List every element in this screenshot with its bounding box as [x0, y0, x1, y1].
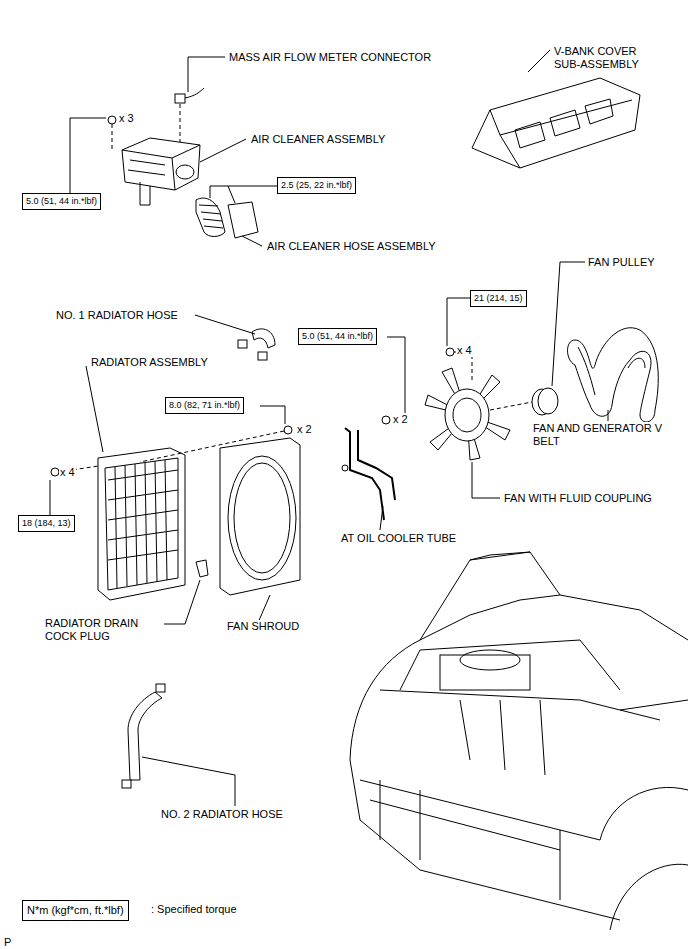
part-label: FAN AND GENERATOR V BELT [532, 422, 682, 448]
part-label: AIR CLEANER ASSEMBLY [250, 133, 386, 146]
part-label: x 4 [456, 344, 473, 357]
torque-value: 2.5 (25, 22 in.*lbf) [281, 180, 352, 190]
radiator-hose-2 [122, 684, 235, 806]
part-label: FAN PULLEY [587, 256, 656, 269]
torque-box: 5.0 (51, 44 in.*lbf) [22, 193, 101, 210]
drain-cock [162, 560, 208, 624]
torque-value: 21 (214, 15) [474, 293, 523, 303]
part-label: x 4 [59, 466, 76, 479]
vehicle-front [350, 552, 688, 930]
legend-unit-box: N*m (kgf*cm, ft.*lbf) [22, 900, 129, 921]
torque-value: 5.0 (51, 44 in.*lbf) [26, 196, 97, 206]
part-label: x 2 [392, 413, 409, 426]
torque-value: 5.0 (51, 44 in.*lbf) [302, 331, 373, 341]
torque-box: 21 (214, 15) [470, 290, 527, 307]
torque-value: 18 (184, 13) [22, 518, 71, 528]
part-label: P [3, 936, 12, 949]
part-label: x 3 [118, 112, 135, 125]
fan-shroud [220, 438, 300, 625]
torque-box: 18 (184, 13) [18, 515, 75, 532]
part-label: MASS AIR FLOW METER CONNECTOR [228, 51, 432, 64]
torque-box: 5.0 (51, 44 in.*lbf) [298, 328, 377, 345]
torque-box: 2.5 (25, 22 in.*lbf) [277, 177, 356, 194]
radiator-hose-1 [195, 315, 275, 360]
part-label: : Specified torque [150, 903, 238, 916]
air-cleaner [70, 116, 246, 205]
torque-value: 8.0 (82, 71 in.*lbf) [169, 400, 240, 410]
part-label: RADIATOR ASSEMBLY [90, 356, 209, 369]
oil-cooler-tube [342, 337, 405, 530]
v-belt [568, 328, 659, 422]
part-label: NO. 1 RADIATOR HOSE [55, 309, 179, 322]
maf-connector [175, 57, 225, 150]
part-label: V-BANK COVER SUB-ASSEMBLY [553, 45, 655, 71]
air-cleaner-hose [196, 186, 277, 246]
part-label: AT OIL COOLER TUBE [340, 532, 457, 545]
part-label: FAN SHROUD [226, 620, 300, 633]
torque-value: N*m (kgf*cm, ft.*lbf) [27, 904, 124, 916]
part-label: RADIATOR DRAIN COCK PLUG [44, 617, 164, 643]
part-label: NO. 2 RADIATOR HOSE [160, 808, 284, 821]
torque-box: 8.0 (82, 71 in.*lbf) [165, 397, 244, 414]
part-label: AIR CLEANER HOSE ASSEMBLY [266, 240, 437, 253]
shroud-bolts [140, 406, 292, 462]
part-label: FAN WITH FLUID COUPLING [503, 492, 653, 505]
fan-pulley [532, 262, 585, 415]
part-label: x 2 [296, 423, 313, 436]
fan [425, 298, 532, 498]
